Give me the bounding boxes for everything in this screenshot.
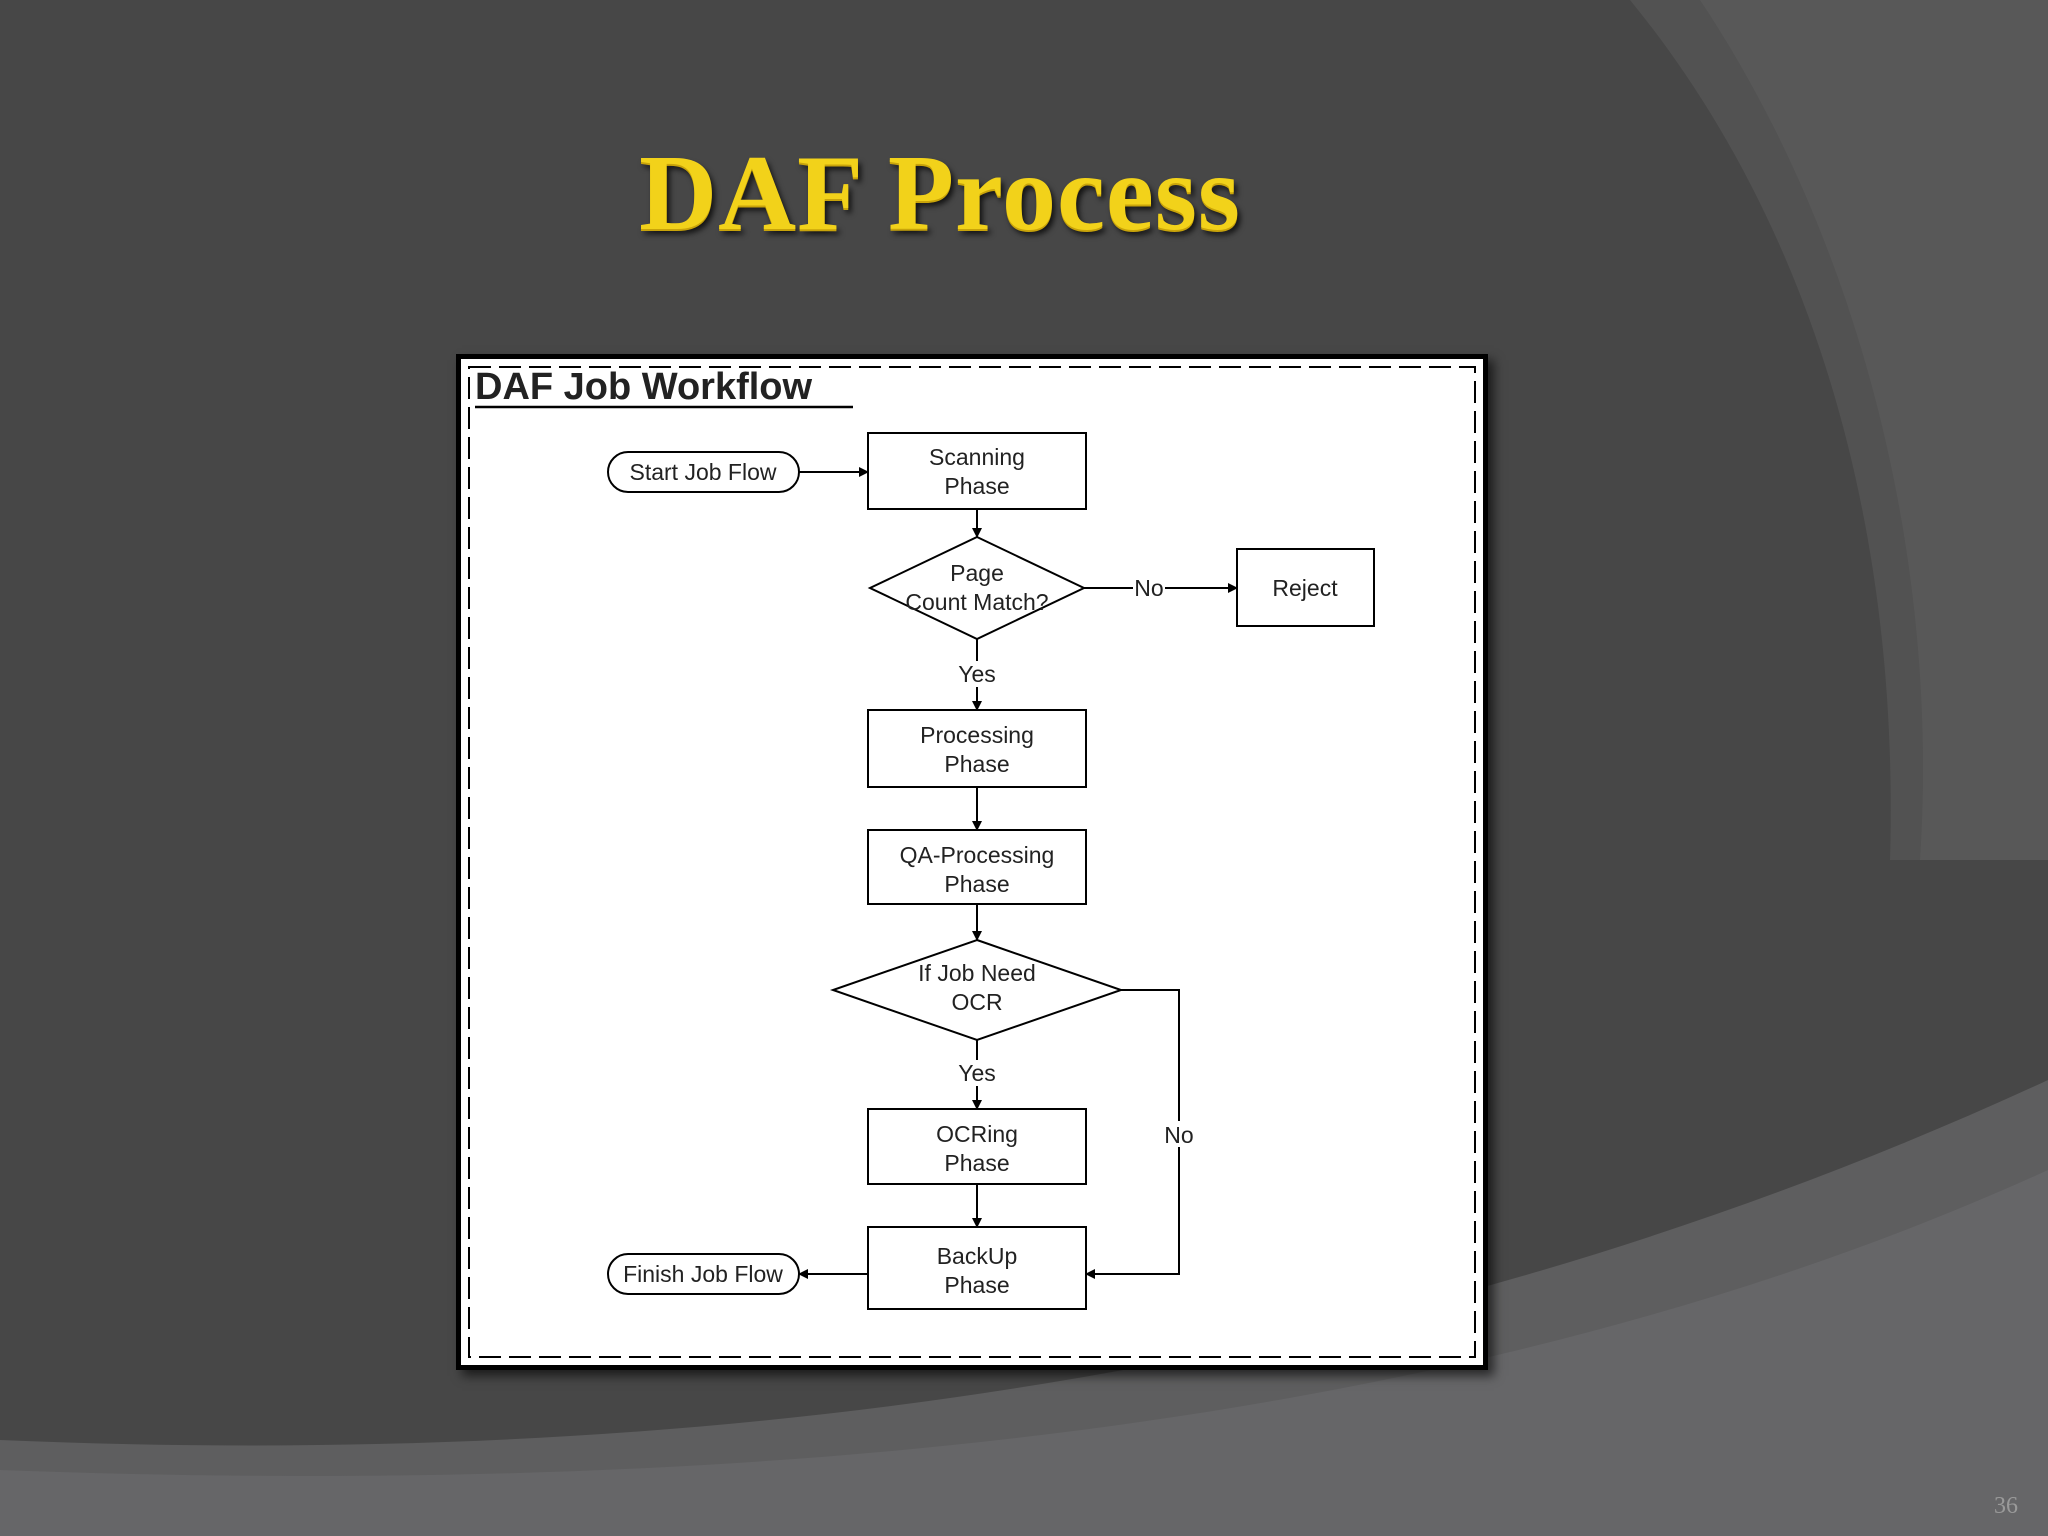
backup-phase-box: BackUp Phase bbox=[867, 1226, 1087, 1310]
page-count-decision: Page Count Match? bbox=[867, 535, 1087, 641]
workflow-diagram: DAF Job Workflow Start Job Flow Scanning… bbox=[456, 354, 1488, 1370]
page-number: 36 bbox=[1994, 1493, 2018, 1519]
scanning-phase-box: Scanning Phase bbox=[867, 432, 1087, 510]
background-arc-inner bbox=[1700, 0, 2048, 860]
start-terminal: Start Job Flow bbox=[607, 451, 800, 493]
ocring-label-1: OCRing bbox=[936, 1121, 1018, 1147]
diagram-heading: DAF Job Workflow bbox=[475, 366, 813, 408]
edge-label-pagecount-yes: Yes bbox=[958, 661, 996, 687]
ocring-label-2: Phase bbox=[944, 1150, 1009, 1176]
need-ocr-label-1: If Job Need bbox=[918, 960, 1036, 986]
reject-box: Reject bbox=[1236, 548, 1375, 627]
page-count-label-2: Count Match? bbox=[905, 589, 1048, 615]
processing-label-1: Processing bbox=[920, 722, 1034, 748]
start-label: Start Job Flow bbox=[630, 459, 777, 485]
ocring-phase-box: OCRing Phase bbox=[867, 1108, 1087, 1185]
finish-label: Finish Job Flow bbox=[623, 1261, 783, 1287]
dashed-border bbox=[468, 366, 1476, 1358]
background-swoosh-bottom-light bbox=[0, 1170, 2048, 1536]
workflow-canvas: DAF Job Workflow Start Job Flow Scanning… bbox=[468, 366, 1476, 1358]
edge-label-pagecount-no: No bbox=[1134, 575, 1163, 601]
page-count-label-1: Page bbox=[950, 560, 1004, 586]
backup-label-1: BackUp bbox=[937, 1243, 1018, 1269]
reject-label: Reject bbox=[1272, 575, 1338, 601]
need-ocr-decision: If Job Need OCR bbox=[829, 938, 1125, 1042]
finish-terminal: Finish Job Flow bbox=[607, 1253, 800, 1295]
backup-label-2: Phase bbox=[944, 1272, 1009, 1298]
edge-label-needocr-yes: Yes bbox=[958, 1060, 996, 1086]
processing-label-2: Phase bbox=[944, 751, 1009, 777]
scanning-label-1: Scanning bbox=[929, 444, 1025, 470]
slide-title: DAF Process bbox=[639, 134, 1241, 253]
need-ocr-label-2: OCR bbox=[951, 989, 1002, 1015]
qa-processing-label-1: QA-Processing bbox=[900, 842, 1055, 868]
qa-processing-phase-box: QA-Processing Phase bbox=[867, 829, 1087, 905]
qa-processing-label-2: Phase bbox=[944, 871, 1009, 897]
edge-label-needocr-no: No bbox=[1164, 1122, 1193, 1148]
scanning-label-2: Phase bbox=[944, 473, 1009, 499]
processing-phase-box: Processing Phase bbox=[867, 709, 1087, 788]
